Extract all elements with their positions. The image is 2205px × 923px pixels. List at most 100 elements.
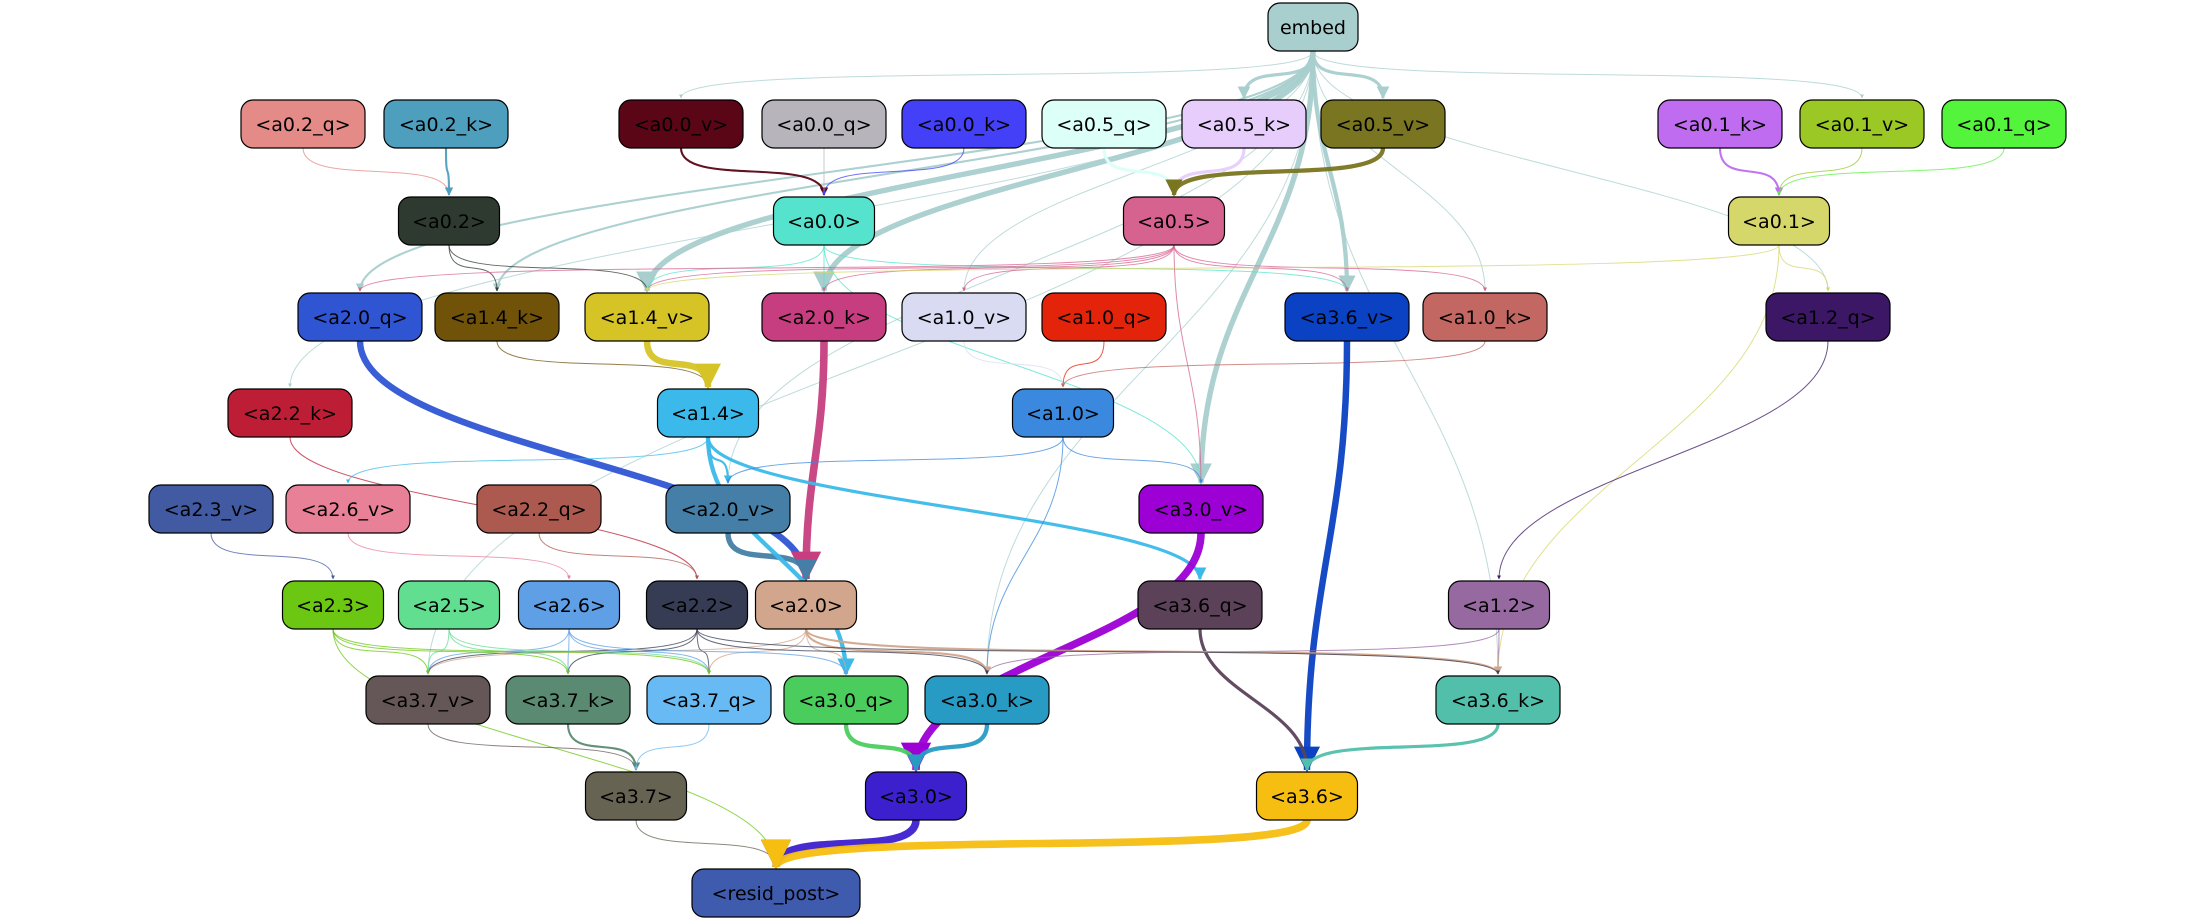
- edge-a1-0-q-to-a1-0: [1061, 340, 1105, 388]
- edges-layer: [210, 50, 2005, 871]
- node-label-a2-0-k: <a2.0_k>: [777, 307, 871, 329]
- node-box-a2-6-v: [285, 484, 411, 534]
- node-box-a0-2: [397, 196, 501, 246]
- node-a1-4-v: <a1.4_v>: [584, 292, 710, 342]
- edge-a0-5-to-a1-0-k: [1173, 244, 1487, 292]
- node-box-a2-2-q: [476, 484, 602, 534]
- node-a3-7: <a3.7>: [584, 771, 688, 821]
- node-box-a3-6-q: [1137, 580, 1263, 630]
- node-label-a2-6-v: <a2.6_v>: [301, 499, 395, 521]
- edge-a2-3-to-a3-7-k: [332, 628, 570, 675]
- node-label-a0-0-q: <a0.0_q>: [776, 114, 871, 136]
- node-a3-6-v: <a3.6_v>: [1284, 292, 1410, 342]
- edge-a1-2-to-a3-6-k: [1496, 628, 1501, 675]
- edge-a1-2-q-to-a1-2: [1497, 340, 1829, 580]
- node-box-a0-1: [1727, 196, 1831, 246]
- edge-a1-0-to-a3-0-v: [1062, 436, 1203, 484]
- edge-a2-3-v-to-a2-3: [210, 532, 335, 580]
- node-box-a0-5-v: [1320, 99, 1446, 149]
- edge-a1-0-to-a3-0-k: [985, 436, 1064, 675]
- edge-embed-to-a0-1-v: [1312, 50, 1864, 99]
- node-a3-6-q: <a3.6_q>: [1137, 580, 1263, 630]
- edge-a0-2-to-a1-4-k: [448, 244, 499, 292]
- node-a0-1: <a0.1>: [1727, 196, 1831, 246]
- node-a3-0-k: <a3.0_k>: [924, 675, 1050, 725]
- node-label-a0-1-v: <a0.1_v>: [1815, 114, 1909, 136]
- node-label-a0-1-k: <a0.1_k>: [1673, 114, 1767, 136]
- edge-a2-2-q-to-a2-2: [538, 532, 699, 580]
- node-label-a2-0: <a2.0>: [769, 595, 843, 617]
- edge-a0-1-k-to-a0-1: [1718, 147, 1784, 196]
- node-label-a1-4-k: <a1.4_k>: [450, 307, 544, 329]
- node-label-a3-7-v: <a3.7_v>: [381, 690, 475, 712]
- edge-embed-to-a3-0-k: [985, 50, 1314, 675]
- edge-embed-to-a0-5-v: [1311, 50, 1390, 100]
- node-a0-1-k: <a0.1_k>: [1657, 99, 1783, 149]
- node-a2-0-q: <a2.0_q>: [297, 292, 423, 342]
- node-label-embed: embed: [1280, 17, 1346, 39]
- node-a1-4-k: <a1.4_k>: [434, 292, 560, 342]
- edge-embed-to-a3-7-v: [426, 50, 1314, 675]
- node-box-a3-0-q: [783, 675, 909, 725]
- node-label-a1-4: <a1.4>: [671, 403, 745, 425]
- node-label-a2-0-q: <a2.0_q>: [312, 307, 407, 329]
- node-box-a3-7-q: [646, 675, 772, 725]
- node-a3-7-k: <a3.7_k>: [505, 675, 631, 725]
- edge-a3-0-k-to-a3-0: [907, 723, 990, 772]
- node-box-a3-6-v: [1284, 292, 1410, 342]
- node-label-a2-5: <a2.5>: [412, 595, 486, 617]
- node-a0-2-q: <a0.2_q>: [240, 99, 366, 149]
- node-box-a0-0-k: [901, 99, 1027, 149]
- node-box-a1-0-v: [901, 292, 1027, 342]
- node-box-a1-2-q: [1765, 292, 1891, 342]
- node-box-a0-2-k: [383, 99, 509, 149]
- node-box-a0-1-k: [1657, 99, 1783, 149]
- node-a0-2: <a0.2>: [397, 196, 501, 246]
- node-a3-7-q: <a3.7_q>: [646, 675, 772, 725]
- node-box-a2-0-q: [297, 292, 423, 342]
- node-a0-1-q: <a0.1_q>: [1941, 99, 2067, 149]
- node-a1-4: <a1.4>: [656, 388, 760, 438]
- node-box-a0-1-q: [1941, 99, 2067, 149]
- edge-a0-5-q-to-a0-5: [1102, 147, 1181, 197]
- node-box-a3-0-k: [924, 675, 1050, 725]
- node-box-a2-3-v: [148, 484, 274, 534]
- node-label-a2-6: <a2.6>: [532, 595, 606, 617]
- node-box-a0-1-v: [1799, 99, 1925, 149]
- node-a0-0-k: <a0.0_k>: [901, 99, 1027, 149]
- node-a0-5-q: <a0.5_q>: [1041, 99, 1167, 149]
- node-label-a3-7: <a3.7>: [599, 786, 673, 808]
- node-label-a3-6-q: <a3.6_q>: [1152, 595, 1247, 617]
- edge-a0-0-k-to-a0-0: [822, 147, 965, 196]
- node-a2-3: <a2.3>: [281, 580, 385, 630]
- node-label-a3-0-q: <a3.0_q>: [798, 690, 893, 712]
- edge-a1-4-v-to-a1-4: [643, 340, 721, 390]
- node-box-a0-5-q: [1041, 99, 1167, 149]
- node-label-a0-0-v: <a0.0_v>: [634, 114, 728, 136]
- node-label-a0-1: <a0.1>: [1742, 211, 1816, 233]
- node-a3-7-v: <a3.7_v>: [365, 675, 491, 725]
- edge-a2-0-v-to-a2-0: [725, 532, 817, 582]
- edge-a0-5-to-a1-4-v: [645, 244, 1175, 292]
- edge-a2-5-to-a3-7-q: [448, 628, 711, 675]
- node-box-a0-0-q: [761, 99, 887, 149]
- node-a2-3-v: <a2.3_v>: [148, 484, 274, 534]
- edge-a0-0-to-a3-6-v: [823, 244, 1349, 292]
- edge-a2-3-to-a3-7-v: [332, 628, 430, 675]
- edge-a2-3-to-a3-7-q: [332, 628, 711, 675]
- node-label-a2-3-v: <a2.3_v>: [164, 499, 258, 521]
- edge-a1-0-k-to-a1-0: [1061, 340, 1486, 388]
- edge-a2-0-to-a3-7-v: [426, 628, 807, 675]
- node-a0-1-v: <a0.1_v>: [1799, 99, 1925, 149]
- node-a3-0-q: <a3.0_q>: [783, 675, 909, 725]
- node-label-a0-5: <a0.5>: [1137, 211, 1211, 233]
- node-label-a1-0: <a1.0>: [1026, 403, 1100, 425]
- edge-embed-to-a1-2-q: [1312, 50, 1830, 292]
- node-label-a0-0-k: <a0.0_k>: [917, 114, 1011, 136]
- node-box-a1-0-k: [1422, 292, 1548, 342]
- node-box-a2-3: [281, 580, 385, 630]
- edge-a2-2-to-a3-0-k: [696, 628, 989, 675]
- edge-a1-4-to-a3-6-q: [706, 436, 1207, 581]
- node-box-a1-4-v: [584, 292, 710, 342]
- node-label-a3-6-v: <a3.6_v>: [1300, 307, 1394, 329]
